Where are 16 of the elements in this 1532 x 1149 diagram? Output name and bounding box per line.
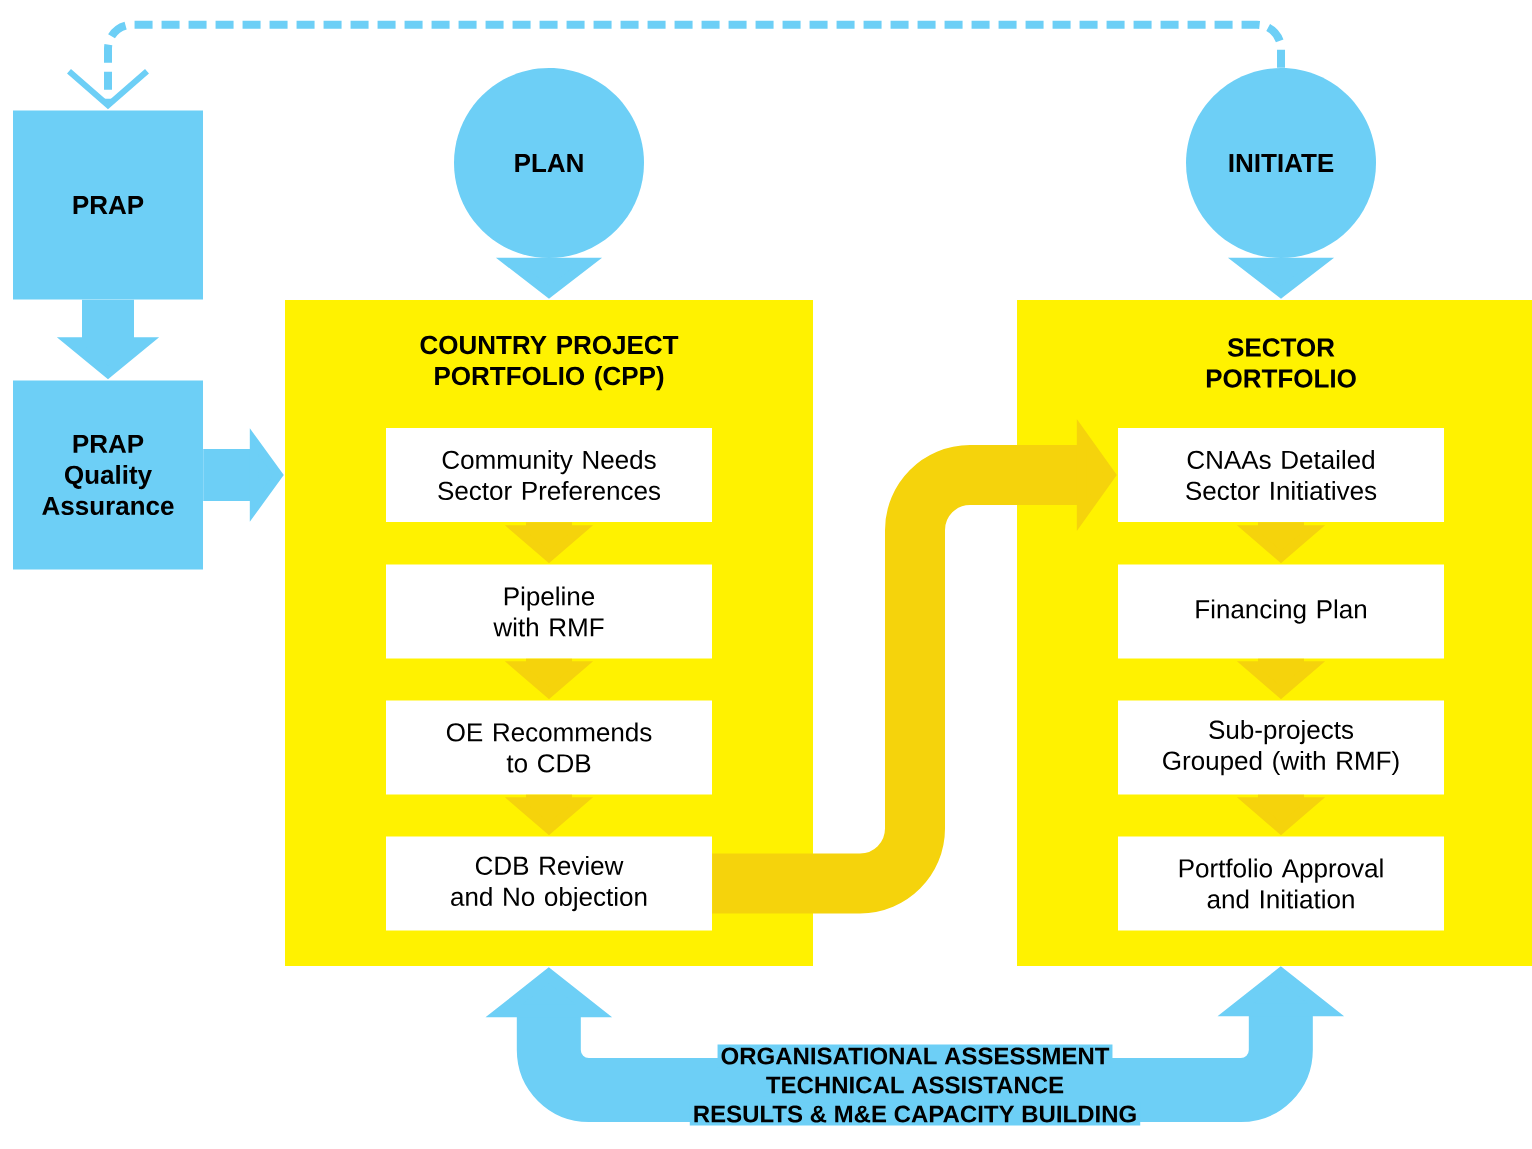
band-label: RESULTS & M&E CAPACITY BUILDING	[689, 1102, 1141, 1126]
step-box: Pipeline with RMF	[386, 564, 712, 659]
step-box: CNAAs Detailed Sector Initiatives	[1118, 428, 1444, 522]
band-label: ORGANISATIONAL ASSESSMENT	[717, 1044, 1113, 1068]
panel-heading: COUNTRY PROJECT PORTFOLIO (CPP)	[420, 335, 679, 391]
step-box: Financing Plan	[1118, 564, 1444, 659]
step-box: Community Needs Sector Preferences	[386, 428, 712, 522]
dashed-arrow	[67, 20, 1285, 110]
process-box: PRAP	[13, 110, 203, 300]
step-box: Sub-projects Grouped (with RMF)	[1118, 700, 1444, 795]
band-label: TECHNICAL ASSISTANCE	[762, 1073, 1068, 1097]
step-box: OE Recommends to CDB	[386, 700, 712, 795]
process-box: PRAP Quality Assurance	[13, 380, 203, 570]
step-box: CDB Review and No objection	[386, 836, 712, 931]
panel-heading: SECTOR PORTFOLIO	[1206, 338, 1356, 388]
step-box: Portfolio Approval and Initiation	[1118, 836, 1444, 931]
